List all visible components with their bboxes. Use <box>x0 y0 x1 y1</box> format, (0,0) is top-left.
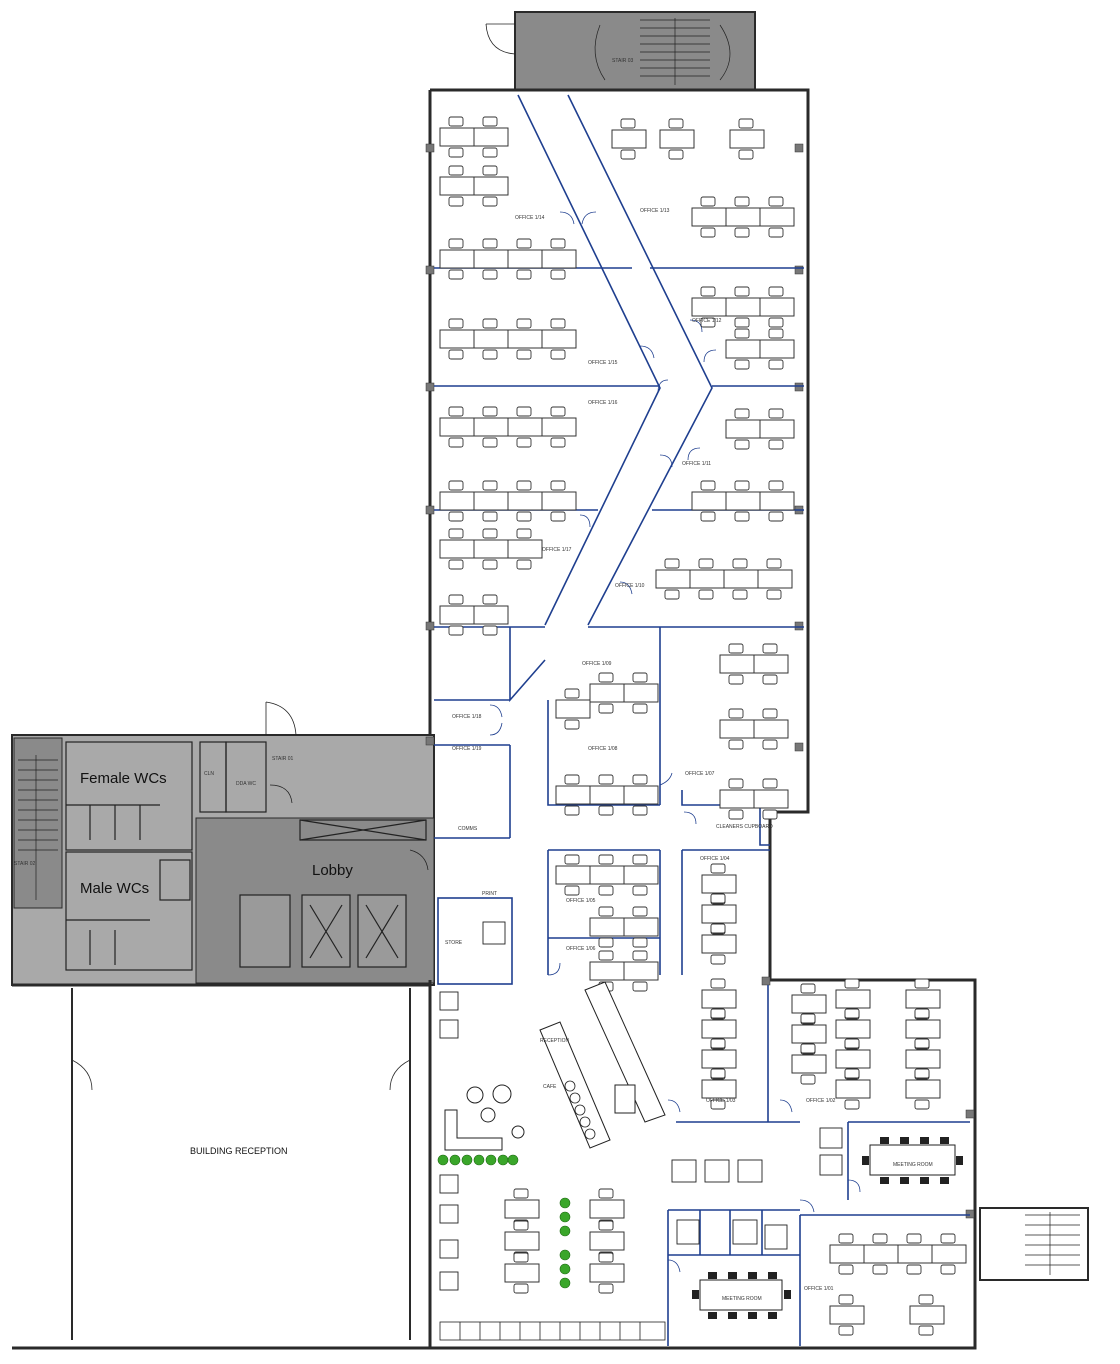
office-label: OFFICE 1/06 <box>566 946 596 952</box>
stair-02-label: STAIR 02 <box>14 861 36 867</box>
office-label: OFFICE 1/03 <box>706 1098 736 1104</box>
meeting-tables <box>699 1144 956 1311</box>
office-label: OFFICE 1/14 <box>515 215 545 221</box>
male-wcs-label: Male WCs <box>80 880 149 897</box>
lounge-seating <box>444 1084 525 1151</box>
reception-cafe-counters <box>539 981 666 1149</box>
meeting-room-2-label: MEETING ROOM <box>722 1296 762 1302</box>
office-label: OFFICE 1/01 <box>804 1286 834 1292</box>
female-wcs-label: Female WCs <box>80 770 167 787</box>
office-label: OFFICE 1/11 <box>682 461 711 467</box>
cleaners-cupboard-label: CLEANERS CUPBOARD <box>716 824 773 830</box>
lift-shafts <box>239 819 427 968</box>
building-reception-label: BUILDING RECEPTION <box>190 1146 288 1156</box>
cleaners-small-label: CLN <box>204 771 214 777</box>
stair-03 <box>1025 1212 1080 1275</box>
armchairs <box>439 921 843 1291</box>
office-label: OFFICE 1/09 <box>582 661 612 667</box>
office-label: OFFICE 1/10 <box>615 583 645 589</box>
office-label: OFFICE 1/12 <box>692 318 722 324</box>
door-swings <box>489 211 861 1273</box>
office-label: OFFICE 1/15 <box>588 360 618 366</box>
column-markers <box>425 143 975 1219</box>
stair-01-label: STAIR 01 <box>272 756 294 762</box>
office-label: OFFICE 1/17 <box>542 547 572 553</box>
dda-wc-label: DDA WC <box>236 781 256 787</box>
print-label: PRINT <box>482 891 497 897</box>
meeting-chairs <box>692 1137 963 1319</box>
core-door-swings <box>265 23 516 871</box>
office-label: OFFICE 1/19 <box>452 746 482 752</box>
comms-label: COMMS <box>458 826 478 832</box>
office-label: OFFICE 1/05 <box>566 898 596 904</box>
office-label: OFFICE 1/13 <box>640 208 670 214</box>
stair-01 <box>18 755 58 900</box>
lobby-label: Lobby <box>312 862 353 879</box>
core-area <box>11 11 1089 1281</box>
office-label: OFFICE 1/16 <box>588 400 618 406</box>
office-label: OFFICE 1/18 <box>452 714 482 720</box>
meeting-room-1-label: MEETING ROOM <box>893 1162 933 1168</box>
cafe-stools <box>564 1080 596 1140</box>
office-label: OFFICE 1/07 <box>685 771 715 777</box>
office-label: OFFICE 1/04 <box>700 856 730 862</box>
stair-02 <box>594 18 731 85</box>
stair-03-label: STAIR 03 <box>612 58 634 64</box>
cafe-label: CAFE <box>543 1084 557 1090</box>
office-label: OFFICE 1/02 <box>806 1098 836 1104</box>
store-label: STORE <box>445 940 463 946</box>
lockers <box>439 1321 666 1341</box>
wc-partitions <box>65 741 267 971</box>
building-reception-hall <box>71 988 411 1340</box>
reception-label: RECEPTION <box>540 1038 570 1044</box>
office-label: OFFICE 1/08 <box>588 746 618 752</box>
